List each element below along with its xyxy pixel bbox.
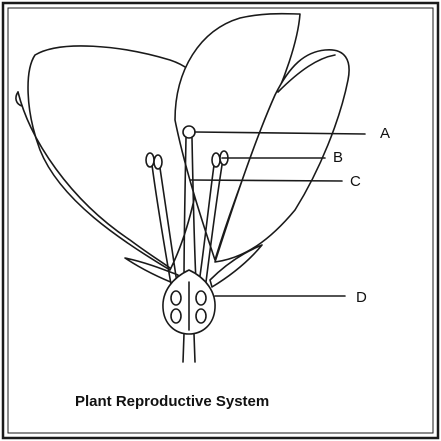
anther-left-1 [146, 153, 154, 167]
anther-right-1 [212, 153, 220, 167]
label-d: D [356, 289, 367, 306]
ovule-1 [171, 291, 181, 305]
leader-line-c [190, 180, 342, 181]
diagram-caption: Plant Reproductive System [75, 393, 269, 410]
ovule-2 [171, 309, 181, 323]
stem-left [183, 334, 184, 362]
stem-right [194, 334, 195, 362]
anther-left-2 [154, 155, 162, 169]
label-a: A [380, 125, 390, 142]
petal-left [28, 46, 206, 270]
ovule-3 [196, 291, 206, 305]
ovule-4 [196, 309, 206, 323]
label-b: B [333, 149, 343, 166]
stigma [183, 126, 195, 138]
label-c: C [350, 173, 361, 190]
